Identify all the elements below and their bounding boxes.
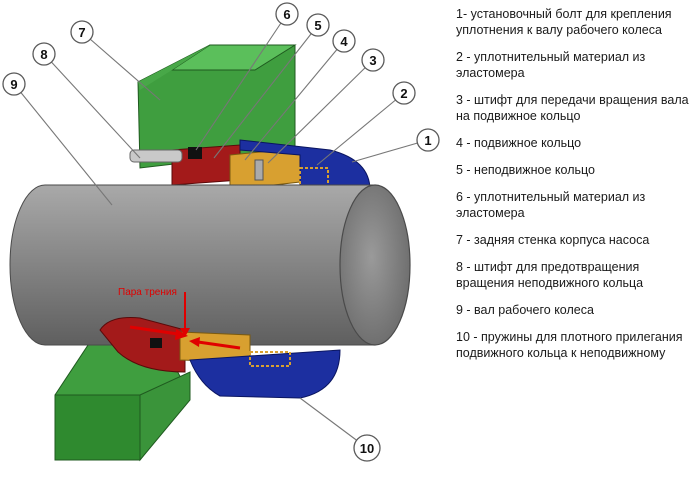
friction-indicator: Пара трения: [118, 287, 241, 350]
svg-text:6: 6: [283, 7, 290, 22]
callout-8: 8: [32, 42, 56, 66]
svg-text:4: 4: [340, 34, 348, 49]
callout-6: 6: [275, 2, 299, 26]
housing-upper: [137, 44, 297, 169]
spring-lower: [249, 351, 291, 367]
housing-lower: [54, 319, 191, 462]
svg-text:5: 5: [314, 18, 321, 33]
callout-7: 7: [70, 20, 94, 44]
svg-text:7: 7: [78, 25, 85, 40]
mechanical-seal-diagram: Пара трения 1 2 3 4 5 6 7: [2, 2, 440, 462]
elastomer-seal-lower: [150, 338, 162, 348]
legend-item-5: 5 - неподвижное кольцо: [456, 163, 595, 177]
callout-1: 1: [416, 128, 440, 152]
callout-3: 3: [361, 48, 385, 72]
legend-item-3: 3 - штифт для передачи вращения вала на …: [456, 93, 689, 123]
friction-label: Пара трения: [118, 287, 177, 298]
svg-text:10: 10: [360, 441, 374, 456]
svg-text:3: 3: [369, 53, 376, 68]
svg-text:9: 9: [10, 77, 17, 92]
legend-item-9: 9 - вал рабочего колеса: [456, 303, 594, 317]
legend-item-10: 10 - пружины для плотного прилегания под…: [456, 330, 683, 360]
leader-lines: [13, 13, 429, 449]
callout-9: 9: [2, 72, 26, 96]
legend-item-4: 4 - подвижное кольцо: [456, 136, 582, 150]
legend-item-1: 1- установочный болт для крепления уплот…: [456, 7, 672, 37]
legend-item-6: 6 - уплотнительный материал из эластомер…: [456, 190, 646, 220]
svg-text:2: 2: [400, 86, 407, 101]
svg-text:1: 1: [424, 133, 431, 148]
legend-item-8: 8 - штифт для предотвращения вращения не…: [456, 260, 644, 290]
elastomer-seal-upper: [188, 147, 202, 159]
parts-legend: 1- установочный болт для крепления уплот…: [456, 6, 696, 372]
legend-item-7: 7 - задняя стенка корпуса насоса: [456, 233, 650, 247]
legend-item-2: 2 - уплотнительный материал из эластомер…: [456, 50, 646, 80]
callout-4: 4: [332, 29, 356, 53]
callout-2: 2: [392, 81, 416, 105]
callout-10: 10: [353, 434, 381, 462]
svg-text:8: 8: [40, 47, 47, 62]
shaft: [9, 184, 411, 346]
anti-rotation-pin-upper: [129, 149, 183, 163]
callout-5: 5: [306, 13, 330, 37]
drive-pin: [254, 159, 264, 181]
